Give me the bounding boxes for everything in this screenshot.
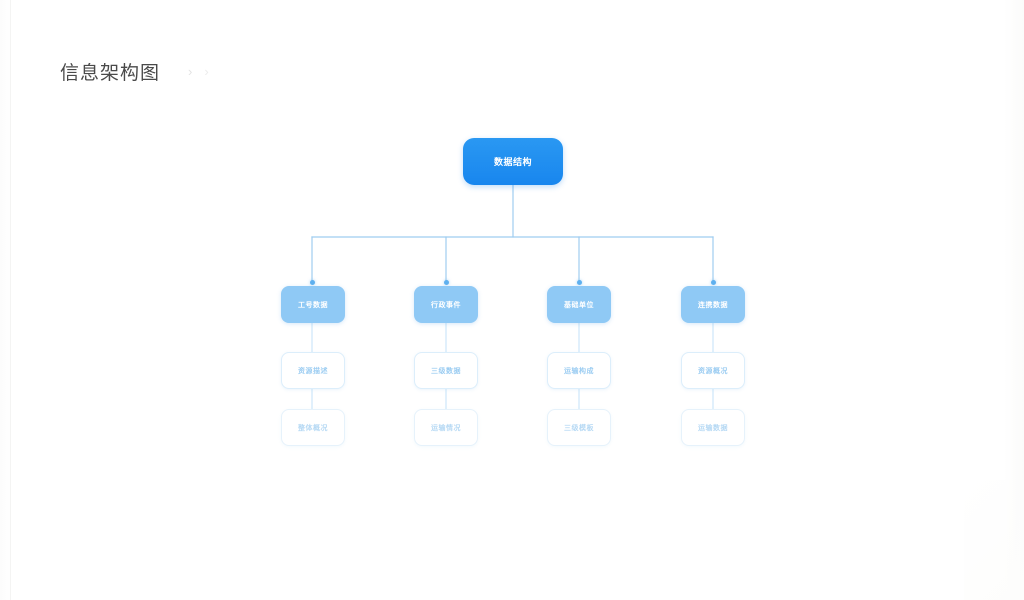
node-root[interactable]: 数据结构 [463,138,563,185]
junction-dot-col-2 [444,280,449,285]
node-level2-col-3[interactable]: 基础单位 [547,286,611,323]
node-level3-col-3[interactable]: 运输构成 [547,352,611,389]
node-level2-col-1[interactable]: 工号数据 [281,286,345,323]
node-level3-col-4[interactable]: 资源概况 [681,352,745,389]
page-title: 信息架构图 [60,63,161,84]
node-level4-col-2[interactable]: 运输情况 [414,409,478,446]
node-level4-col-1[interactable]: 整体概况 [281,409,345,446]
breadcrumb-chevron-2[interactable]: › [204,64,209,79]
junction-dot-col-1 [310,280,315,285]
junction-dot-col-3 [577,280,582,285]
junction-dot-col-4 [711,280,716,285]
page-corner-shade [964,480,1024,600]
node-level2-col-2[interactable]: 行政事件 [414,286,478,323]
node-level4-col-4[interactable]: 运输数据 [681,409,745,446]
node-level2-col-4[interactable]: 连携数据 [681,286,745,323]
node-level3-col-2[interactable]: 三级数据 [414,352,478,389]
node-level3-col-1[interactable]: 资源描述 [281,352,345,389]
page-header: 信息架构图 › › [60,58,209,85]
page-left-edge [10,0,11,600]
node-level4-col-3[interactable]: 三级模板 [547,409,611,446]
breadcrumb-chevron-1[interactable]: › [188,64,193,79]
